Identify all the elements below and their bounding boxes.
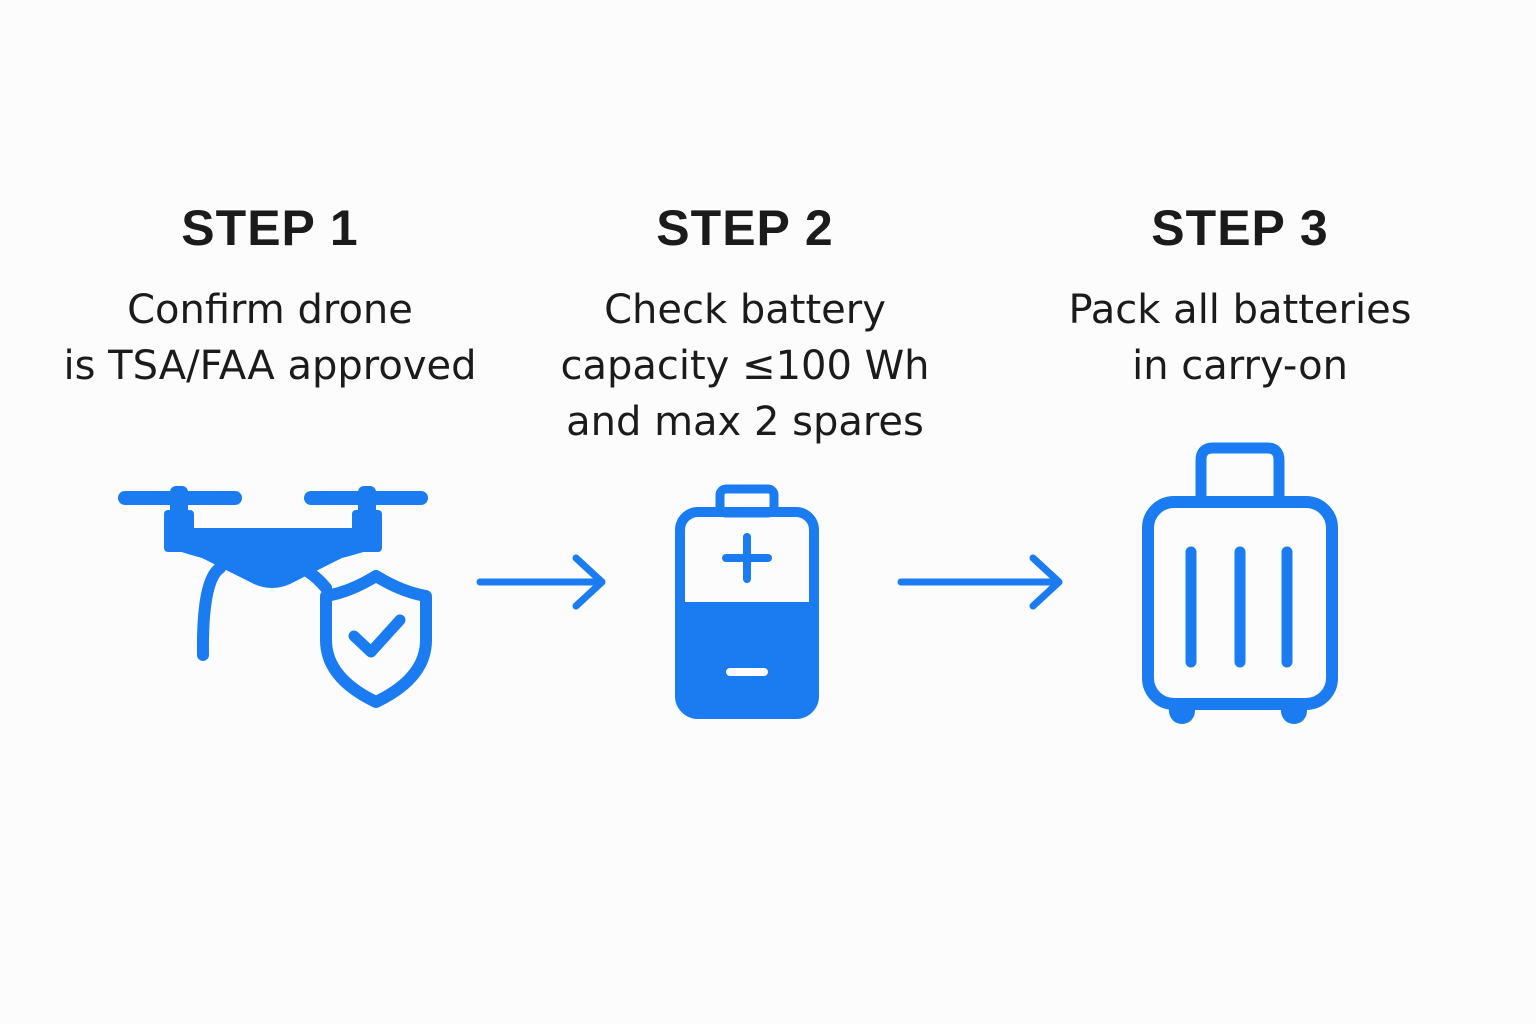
step-title: STEP 3 [1151,200,1329,256]
step-description: Check battery capacity ≤100 Wh and max 2… [560,287,930,445]
drone-shield-check-icon [118,486,432,708]
battery-icon [675,484,819,719]
arrow-right-icon [897,554,1063,610]
step-description: Pack all batteries in carry-on [1068,287,1412,389]
step-2: STEP 2 Check battery capacity ≤100 Wh an… [515,196,975,450]
step-1: STEP 1 Confirm drone is TSA/FAA approved [40,196,500,394]
step-3: STEP 3 Pack all batteries in carry-on [1005,196,1475,394]
step-description: Confirm drone is TSA/FAA approved [63,287,477,389]
step-title: STEP 2 [656,200,834,256]
luggage-icon [1142,442,1338,724]
arrow-right-icon [476,554,606,610]
step-title: STEP 1 [181,200,359,256]
